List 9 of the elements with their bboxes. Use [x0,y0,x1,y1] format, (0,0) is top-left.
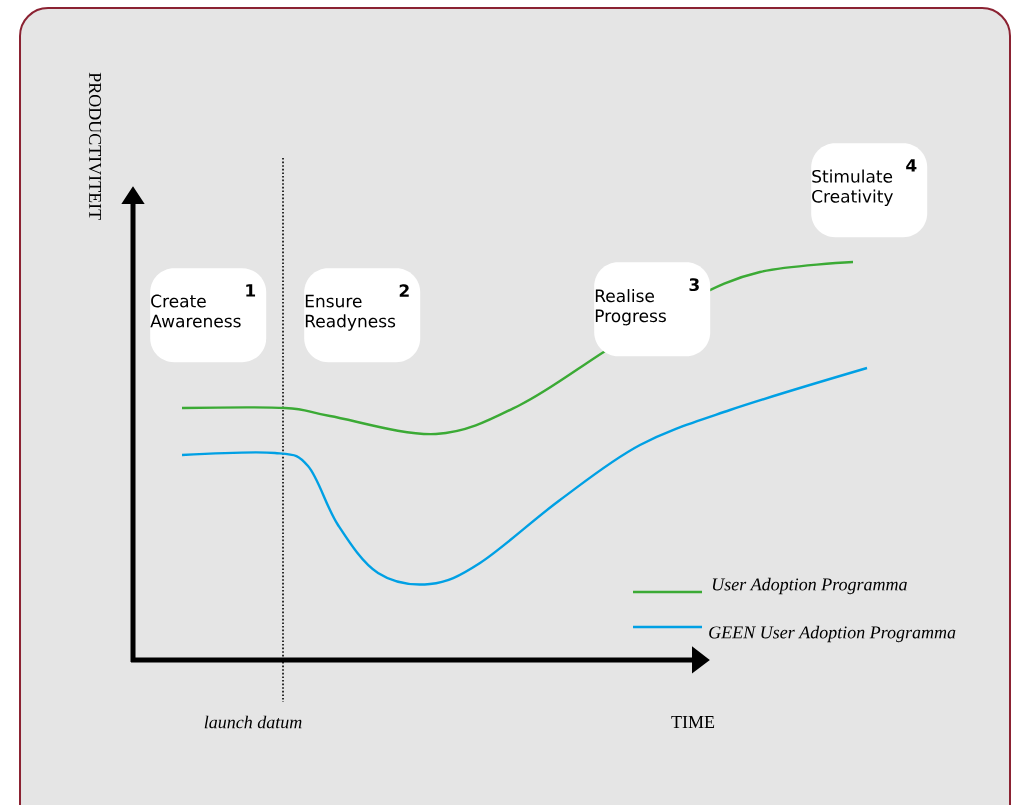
step-box: 2 Ensure Readyness [304,268,421,363]
step-box: 3 Realise Progress [594,262,711,357]
legend-label: User Adoption Programma [712,577,907,595]
step-box: 1 Create Awareness [150,268,267,363]
axis-label: launch datum [204,715,302,729]
axis-label: PRODUCTIVITEIT [88,72,102,220]
step-box: 4 Stimulate Creativity [811,143,928,238]
axis-label: TIME [671,716,715,728]
legend-label: GEEN User Adoption Programma [709,625,956,643]
